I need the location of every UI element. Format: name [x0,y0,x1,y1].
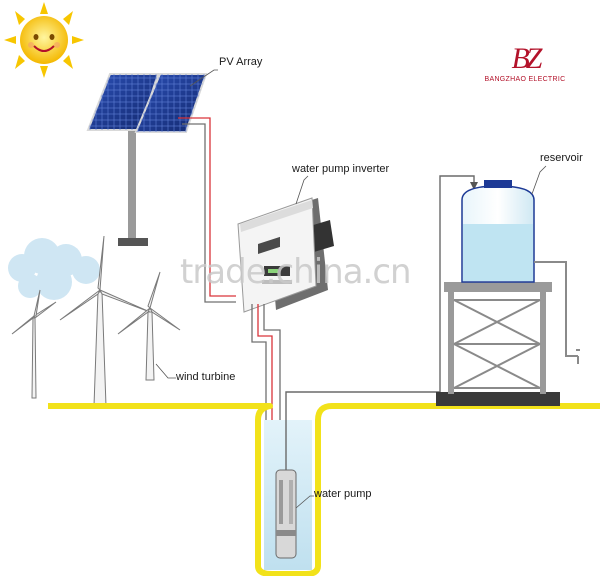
wind-turbine-label: wind turbine [176,371,236,383]
watermark: trade.china.cn [180,252,412,292]
reservoir-label: reservoir [540,152,583,164]
sun-icon [4,2,84,78]
wind-turbine-pointer [155,363,176,379]
solar-panel-icon [86,73,208,246]
water-pump-pointer [295,495,314,509]
faucet-icon [534,261,580,364]
inverter-label: water pump inverter [292,163,390,175]
pipe-arrow [470,182,478,190]
pv-cables [178,117,236,303]
pv-array-pointer [189,69,218,87]
water-pump-icon [275,469,297,559]
inverter-icon [237,197,334,313]
water-pump-label: water pump [314,488,372,500]
inverter-pointer [295,175,309,205]
brand-name: BANGZHAO ELECTRIC [484,76,566,83]
pv-array-label: PV Array [219,56,263,68]
reservoir-pointer [531,165,547,195]
brand-monogram: BZ [511,42,542,75]
water-pipe [285,175,475,470]
water-tank-icon [436,180,560,406]
brand-logo: BZ BANGZHAO ELECTRIC [470,42,580,83]
cloud-icon [8,238,100,300]
wind-turbine-icon [11,235,181,407]
